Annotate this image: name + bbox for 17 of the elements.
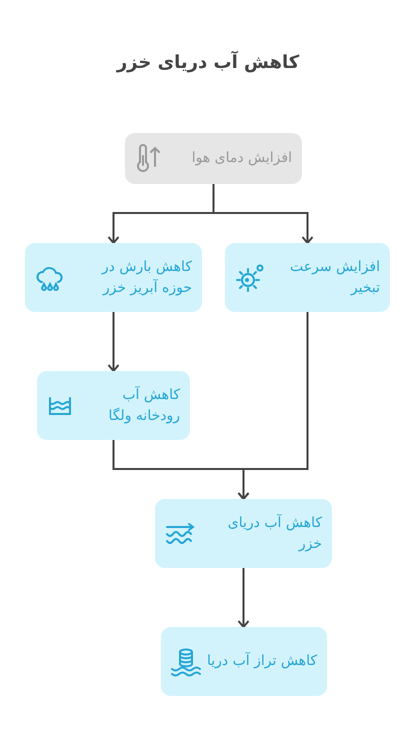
arrow <box>238 312 308 500</box>
diagram-title: کاهش آب دریای خزر <box>115 52 300 73</box>
process-box <box>37 371 190 440</box>
box-label: کاهش آب دریای خزر <box>226 513 322 554</box>
box-label: کاهش تراز آب دریا <box>207 651 317 672</box>
arrow <box>212 184 314 244</box>
arrow <box>108 312 120 372</box>
process-box <box>25 243 202 312</box>
process-box <box>155 499 332 568</box>
process-box <box>225 243 390 312</box>
box-label: کاهش آب رودخانه ولگا <box>107 385 180 426</box>
box-label: کاهش بارش در حوزه آبریز خزر <box>100 258 192 298</box>
box-label: افزایش سرعت تبخیر <box>289 258 380 298</box>
box-label: افزایش دمای هوا <box>190 149 292 168</box>
process-box <box>161 627 327 696</box>
process-box <box>125 133 302 184</box>
arrow <box>238 568 250 628</box>
